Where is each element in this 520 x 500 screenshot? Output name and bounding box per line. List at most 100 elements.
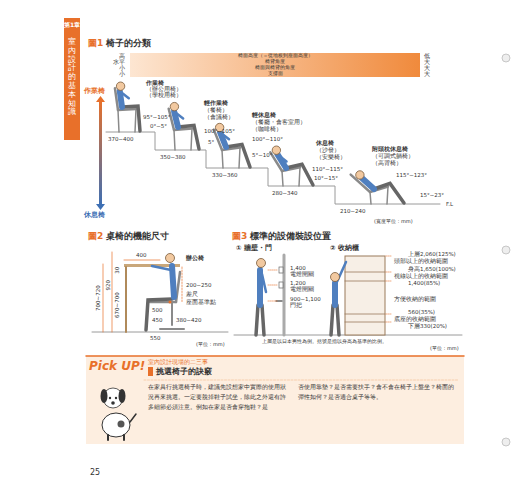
desk-leg [125,267,127,332]
pickup-rule [86,355,464,357]
label-text: 900~1,100 [290,296,321,302]
label-text: 頭部以上的收納範圍 [394,258,448,264]
dog-illustration [101,388,137,440]
dog-leg [107,435,109,440]
dog-body [102,413,130,437]
label-text: 700~720 [95,285,101,311]
label-text: 330~360 [212,172,238,178]
label-text: 5° [208,139,214,145]
label-text: （辦公用椅） [146,86,182,92]
dimension-line [182,267,183,302]
node-text: 椅背角度 [130,59,420,65]
label-text: （餐廳・會客室用） [252,119,306,125]
label-text: 座面基準點 [186,299,216,305]
person-leg [374,183,404,203]
label-text: 電燈開關 [290,271,314,277]
person-head [170,102,178,110]
label-text: 200~250 [186,282,212,288]
light-switch [279,267,283,273]
floor-line [92,332,228,333]
label-text: 920 [105,280,111,291]
label-text: 350~380 [160,154,186,160]
chair-post [171,302,173,325]
label-text: 550 [150,335,161,341]
chair-leg [174,130,175,150]
label-text: 休息椅 [316,140,334,146]
label-text: 門把 [290,302,302,308]
label-text: 辦公椅 [186,255,204,262]
chair-leg [191,128,192,150]
axis-arrowhead [96,204,105,210]
label-text: （會議椅） [204,114,234,120]
label-text: 圖3 [232,231,247,241]
person-arm [152,266,171,270]
label-text: Pick UP! [89,360,145,374]
label-text: (單位：mm) [196,342,225,348]
label-text: 下層330(20%) [408,323,447,329]
person-arm [278,154,287,161]
desk-figure [92,252,228,332]
label-text: 身高1,650(100%) [408,266,456,272]
dog-ear [119,389,126,403]
node-text: 椅面與椅背的角度 [130,65,420,71]
label-text: 差尺 [186,291,198,297]
dog-ear [101,389,108,403]
light-switch [279,282,283,288]
leader-line [386,281,392,282]
label-text: 低 [424,53,430,59]
leader-line [268,285,277,286]
label-text: 圖1 [88,38,103,48]
label-text: （安樂椅） [316,154,346,160]
label-text: （沙發） [316,147,340,153]
person-leg [178,125,199,149]
label-text: 210~240 [340,208,366,214]
person-torso [362,178,374,189]
label-text: 560(35%) [408,309,435,315]
label-text: 670~700 [114,292,120,318]
label-text: 桌椅的機能尺寸 [106,231,169,241]
person-leg [337,305,339,335]
leader-line [268,270,277,271]
label-text: 標準的設備裝設位置 [250,231,331,241]
person-leg [286,164,313,185]
dimension-line [112,252,113,332]
label-text: 370~400 [108,136,134,142]
label-text: （學校用椅） [146,92,182,98]
floor-steps [106,132,440,204]
gradient-bar: 椅面與椅背的角度 [130,65,420,71]
axis-bar [99,100,102,206]
leader-line [386,314,392,315]
chair-leg [370,192,371,204]
label-text: 110°~115° [312,166,343,172]
label-text: 10°~15° [314,175,338,181]
label-text: 小 [119,65,125,71]
person-leg [122,106,140,131]
label-text: 高 [119,53,125,59]
dog-tail [130,414,136,422]
label-text: （高背椅） [372,160,402,166]
chair-leg [239,147,240,168]
leader-line [268,301,277,302]
cabinet-shelf [345,322,385,323]
person-leg [262,305,264,335]
chair-leg [222,150,223,168]
person-leg [146,299,172,330]
label-text: 100°~105° [204,128,235,134]
node-text: 第1章 [64,22,80,29]
label-text: 休息椅 [84,212,105,219]
label-text: ② 收納櫃 [330,245,359,252]
dog-spot [118,421,125,428]
label-text: ① 牆壁・門 [236,245,272,252]
person-leg [331,305,333,335]
label-text: 5°~10° [252,152,273,158]
wall-figure [234,255,462,335]
dimension-line [124,260,160,261]
reference-point [169,301,172,304]
label-text: 作業椅 [146,80,164,86]
label-text: 500 [152,307,163,313]
label-text: (單位：mm) [430,346,459,352]
label-text: （咖啡椅） [252,126,282,132]
person-arm [262,274,266,292]
label-text: 1,400(85%) [408,280,440,286]
label-text: 附頭枕休息椅 [372,146,408,152]
